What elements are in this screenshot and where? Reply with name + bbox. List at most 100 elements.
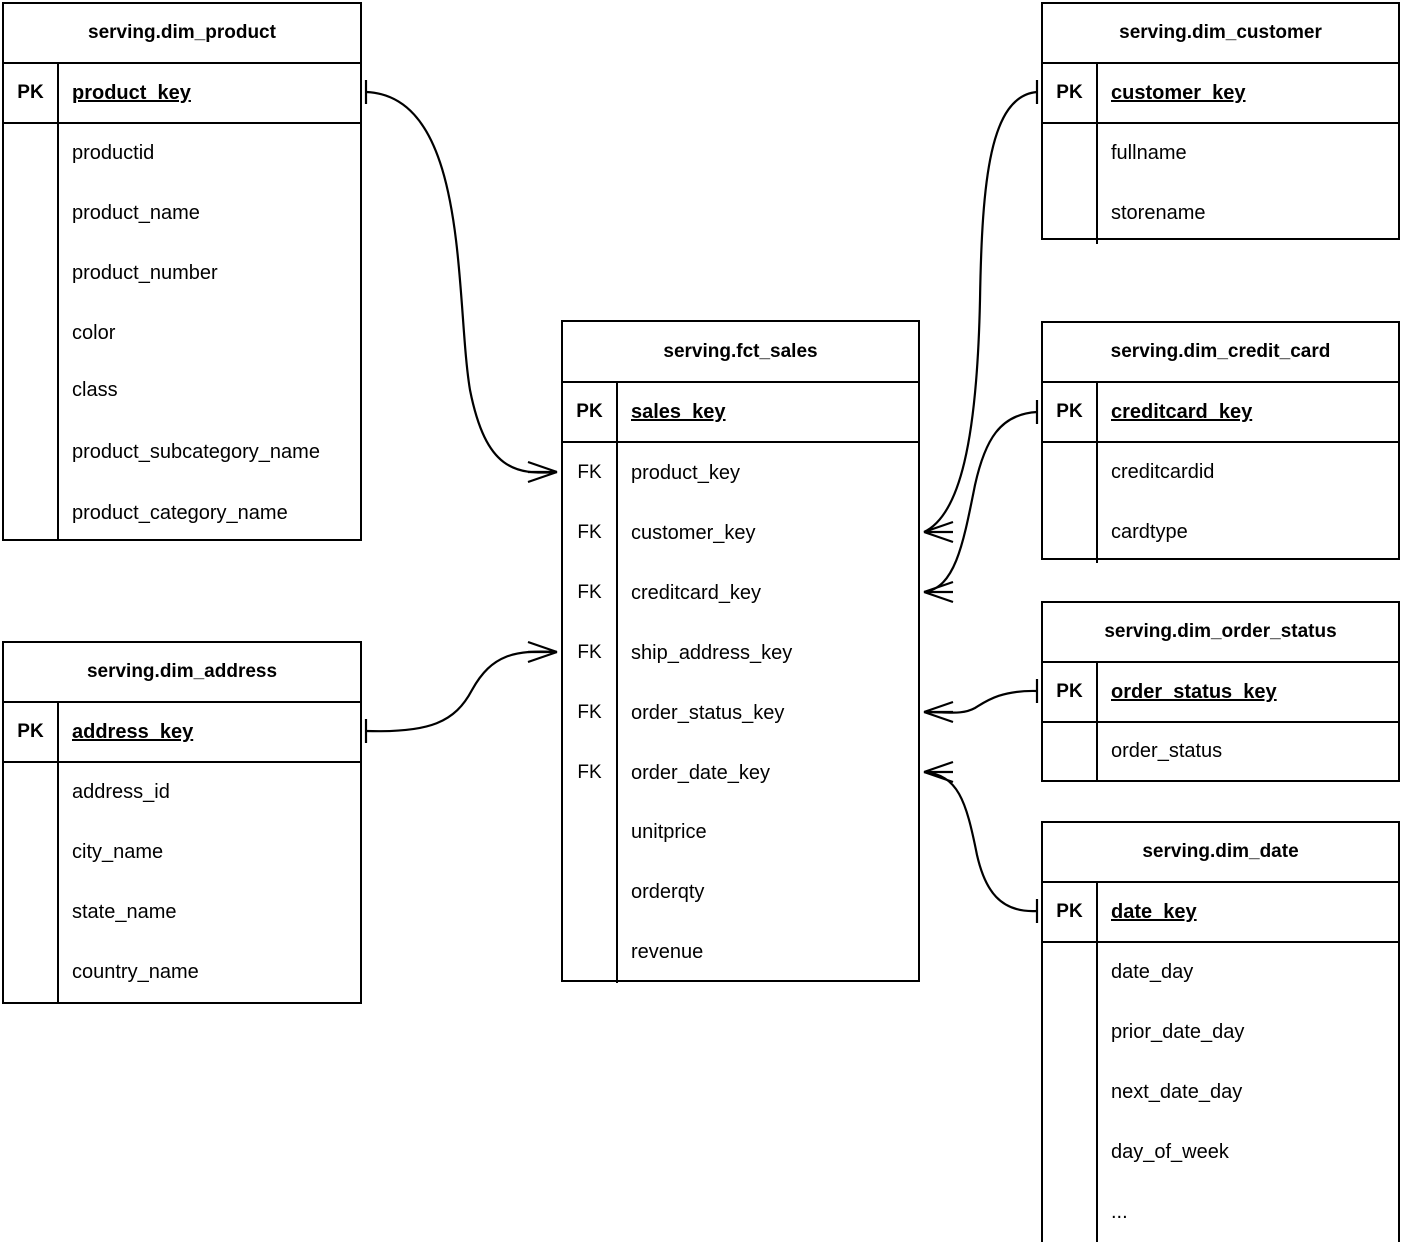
attribute-row: fullname bbox=[1111, 142, 1187, 165]
attribute-row: order_status bbox=[1111, 739, 1223, 762]
measure-row: orderqty bbox=[631, 881, 705, 904]
measure-row: unitprice bbox=[631, 821, 707, 844]
pk-row-dim-product[interactable]: PK product_key bbox=[4, 64, 360, 124]
fk-field-name: product_key bbox=[631, 461, 740, 484]
crowsfoot-credit-card bbox=[923, 580, 954, 604]
fk-badge: FK bbox=[563, 623, 618, 683]
relationship-date bbox=[923, 760, 1039, 923]
pk-row-fct-sales[interactable]: PK sales_key bbox=[563, 383, 918, 443]
fk-badge: FK bbox=[563, 563, 618, 623]
measure-key-column bbox=[563, 803, 618, 983]
attribute-key-column bbox=[4, 763, 59, 1003]
relationship-product bbox=[364, 80, 558, 484]
attribute-block-dim-customer: fullname storename bbox=[1043, 124, 1398, 244]
attribute-block-dim-order-status: order_status bbox=[1043, 723, 1398, 780]
fk-badge: FK bbox=[563, 443, 618, 503]
attribute-row: date_day bbox=[1111, 961, 1194, 984]
attribute-row: prior_date_day bbox=[1111, 1021, 1245, 1044]
pk-badge: PK bbox=[4, 64, 59, 122]
fk-field-name: ship_address_key bbox=[631, 641, 793, 664]
attribute-row: color bbox=[72, 322, 116, 345]
fk-badge: FK bbox=[563, 503, 618, 563]
fk-row-product-key[interactable]: FK product_key bbox=[563, 443, 918, 503]
attribute-block-dim-product: productid product_name product_number co… bbox=[4, 124, 360, 540]
entity-dim-product[interactable]: serving.dim_product PK product_key produ… bbox=[2, 2, 362, 541]
crowsfoot-order-status bbox=[923, 700, 954, 724]
attribute-key-column bbox=[1043, 723, 1098, 780]
attribute-row: city_name bbox=[72, 841, 164, 864]
fk-row-ship-address-key[interactable]: FK ship_address_key bbox=[563, 623, 918, 683]
pk-field-name: date_key bbox=[1111, 900, 1197, 923]
pk-badge: PK bbox=[1043, 883, 1098, 941]
measure-block-fct-sales: unitprice orderqty revenue bbox=[563, 803, 918, 983]
pk-field-name: address_key bbox=[72, 720, 194, 743]
pk-row-dim-credit-card[interactable]: PK creditcard_key bbox=[1043, 383, 1398, 443]
entity-dim-date[interactable]: serving.dim_date PK date_key date_day pr… bbox=[1041, 821, 1400, 1242]
attribute-name-column: order_status bbox=[1098, 723, 1398, 780]
attribute-row: creditcardid bbox=[1111, 461, 1215, 484]
pk-badge: PK bbox=[1043, 383, 1098, 441]
pk-row-dim-date[interactable]: PK date_key bbox=[1043, 883, 1398, 943]
attribute-row-ellipsis: ... bbox=[1111, 1201, 1128, 1224]
crowsfoot-product bbox=[527, 460, 558, 484]
attribute-row: country_name bbox=[72, 961, 199, 984]
entity-title-dim-order-status: serving.dim_order_status bbox=[1043, 603, 1398, 663]
attribute-key-column bbox=[4, 124, 59, 540]
attribute-name-column: creditcardid cardtype bbox=[1098, 443, 1398, 563]
entity-title-dim-address: serving.dim_address bbox=[4, 643, 360, 703]
attribute-row: day_of_week bbox=[1111, 1141, 1229, 1164]
entity-dim-credit-card[interactable]: serving.dim_credit_card PK creditcard_ke… bbox=[1041, 321, 1400, 563]
attribute-block-dim-address: address_id city_name state_name country_… bbox=[4, 763, 360, 1003]
crowsfoot-address bbox=[527, 640, 558, 664]
fk-row-order-status-key[interactable]: FK order_status_key bbox=[563, 683, 918, 743]
attribute-row: next_date_day bbox=[1111, 1081, 1243, 1104]
pk-badge: PK bbox=[1043, 64, 1098, 122]
pk-badge: PK bbox=[4, 703, 59, 761]
entity-dim-order-status[interactable]: serving.dim_order_status PK order_status… bbox=[1041, 601, 1400, 782]
attribute-row: productid bbox=[72, 142, 155, 165]
pk-field-name: sales_key bbox=[631, 400, 726, 423]
attribute-key-column bbox=[1043, 124, 1098, 244]
attribute-name-column: date_day prior_date_day next_date_day da… bbox=[1098, 943, 1398, 1242]
fk-field-name: order_status_key bbox=[631, 701, 785, 724]
fk-badge: FK bbox=[563, 683, 618, 743]
attribute-block-dim-credit-card: creditcardid cardtype bbox=[1043, 443, 1398, 563]
fk-badge: FK bbox=[563, 743, 618, 803]
fk-row-creditcard-key[interactable]: FK creditcard_key bbox=[563, 563, 918, 623]
relationship-customer bbox=[923, 80, 1039, 544]
pk-field-name: order_status_key bbox=[1111, 680, 1277, 703]
entity-title-fct-sales: serving.fct_sales bbox=[563, 322, 918, 383]
pk-row-dim-order-status[interactable]: PK order_status_key bbox=[1043, 663, 1398, 723]
fk-row-customer-key[interactable]: FK customer_key bbox=[563, 503, 918, 563]
attribute-row: state_name bbox=[72, 901, 177, 924]
pk-badge: PK bbox=[1043, 663, 1098, 721]
crowsfoot-customer bbox=[923, 520, 954, 544]
attribute-name-column: productid product_name product_number co… bbox=[59, 124, 360, 540]
entity-title-dim-product: serving.dim_product bbox=[4, 4, 360, 64]
pk-row-dim-customer[interactable]: PK customer_key bbox=[1043, 64, 1398, 124]
attribute-row: class bbox=[72, 379, 118, 402]
entity-fct-sales[interactable]: serving.fct_sales PK sales_key FK produc… bbox=[561, 320, 920, 983]
fk-field-name: customer_key bbox=[631, 521, 756, 544]
fk-field-name: order_date_key bbox=[631, 761, 770, 784]
pk-row-dim-address[interactable]: PK address_key bbox=[4, 703, 360, 763]
measure-name-column: unitprice orderqty revenue bbox=[618, 803, 918, 983]
relationship-credit-card bbox=[923, 400, 1039, 604]
relationship-order-status bbox=[923, 679, 1039, 724]
fk-field-name: creditcard_key bbox=[631, 581, 762, 604]
attribute-row: product_subcategory_name bbox=[72, 441, 320, 464]
attribute-name-column: fullname storename bbox=[1098, 124, 1398, 244]
attribute-row: product_number bbox=[72, 262, 218, 285]
entity-dim-customer[interactable]: serving.dim_customer PK customer_key ful… bbox=[1041, 2, 1400, 244]
entity-dim-address[interactable]: serving.dim_address PK address_key addre… bbox=[2, 641, 362, 1004]
attribute-row: address_id bbox=[72, 781, 170, 804]
pk-field-name: creditcard_key bbox=[1111, 400, 1253, 423]
attribute-name-column: address_id city_name state_name country_… bbox=[59, 763, 360, 1003]
entity-title-dim-date: serving.dim_date bbox=[1043, 823, 1398, 883]
fk-row-order-date-key[interactable]: FK order_date_key bbox=[563, 743, 918, 803]
pk-field-name: product_key bbox=[72, 81, 191, 104]
attribute-row: product_category_name bbox=[72, 502, 288, 525]
attribute-row: storename bbox=[1111, 202, 1206, 225]
entity-title-dim-credit-card: serving.dim_credit_card bbox=[1043, 323, 1398, 383]
